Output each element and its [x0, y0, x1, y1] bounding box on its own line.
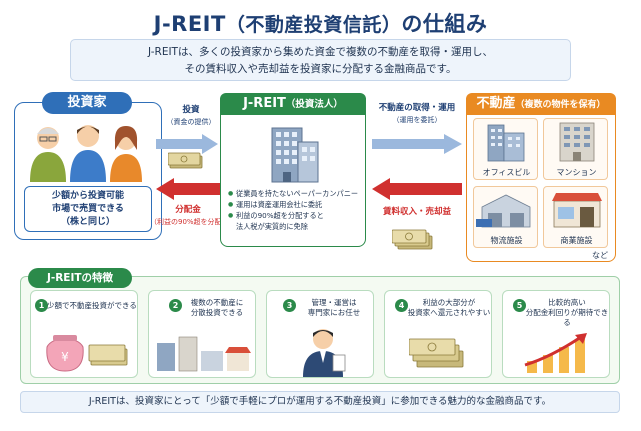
shop-icon — [552, 193, 602, 228]
feature-text: 管理・運営は 専門家にお任せ — [295, 298, 373, 318]
feature-text-line: 専門家にお任せ — [307, 308, 361, 317]
feature-text: 少額で不動産投資ができる — [47, 301, 137, 310]
invest-sub: （資金の提供） — [166, 118, 216, 126]
feature-card-2: 2 複数の不動産に 分散投資できる — [148, 290, 256, 378]
money-stack-icon — [409, 338, 464, 368]
office-building-icon — [487, 124, 525, 162]
feature-number: 2 — [169, 299, 182, 312]
property-logistics: 物流施設 — [473, 186, 538, 248]
money-icon-invest — [168, 152, 203, 169]
property-apartment: マンション — [543, 118, 608, 180]
feature-text-line: 投資家へ還元されやすい — [407, 308, 491, 317]
feature-text-line: 複数の不動産に — [190, 298, 244, 307]
feature-number: 5 — [513, 299, 526, 312]
jreit-heading-sub: （投資法人） — [285, 99, 343, 110]
real-estate-heading-sub: （複数の物件を保有） — [515, 100, 606, 110]
intro-line-1: J-REITは、多くの投資家から集めた資金で複数の不動産を取得・運用し、 — [148, 46, 493, 58]
feature-text-line: 分配金利回りが期待できる — [525, 308, 609, 327]
feature-card-5: 5 比較的高い 分配金利回りが期待できる — [502, 290, 610, 378]
investor-note: 少額から投資可能 市場で売買できる （株と同じ） — [24, 186, 152, 232]
money-icon-income — [392, 229, 433, 250]
investor-note-line-3: （株と同じ） — [60, 217, 115, 227]
page-title: J-REIT（不動産投資信託）の仕組み — [0, 8, 641, 38]
feature-card-4: 4 利益の大部分が 投資家へ還元されやすい — [384, 290, 492, 378]
jreit-point-cont: 法人税が実質的に免除 — [236, 222, 308, 231]
money-purse-icon: ¥ — [46, 335, 128, 372]
feature-card-3: 3 管理・運営は 専門家にお任せ — [266, 290, 374, 378]
distribution-label: 分配金 — [175, 205, 201, 215]
summary-box: J-REITは、投資家にとって「少額で手軽にプロが運用する不動産投資」に参加でき… — [20, 391, 620, 413]
apartment-icon — [559, 122, 595, 162]
property-commercial: 商業施設 — [543, 186, 608, 248]
distribution-sub: （利益の90%超を分配） — [150, 218, 229, 226]
investor-heading: 投資家 — [42, 92, 132, 114]
real-estate-etc: など — [592, 251, 608, 260]
jreit-point: 従業員を持たないペーパーカンパニー — [228, 188, 364, 199]
title-paren: （不動産投資信託） — [225, 14, 402, 36]
acquire-sub: （運用を委託） — [392, 116, 442, 124]
jreit-heading-main: J-REIT — [243, 96, 286, 111]
features-heading: J-REITの特徴 — [28, 268, 132, 288]
feature-number: 1 — [35, 299, 48, 312]
investor-note-line-1: 少額から投資可能 — [51, 191, 124, 201]
feature-text: 利益の大部分が 投資家へ還元されやすい — [405, 298, 493, 318]
feature-text: 複数の不動産に 分散投資できる — [179, 298, 255, 318]
property-label: マンション — [556, 168, 597, 177]
property-label: 物流施設 — [490, 236, 523, 245]
professional-person-icon — [303, 329, 346, 377]
warehouse-icon — [476, 194, 531, 228]
feature-text-line: 利益の大部分が — [422, 298, 476, 307]
feature-text-line: 分散投資できる — [190, 308, 244, 317]
acquire-arrow — [372, 134, 462, 154]
feature-text: 比較的高い 分配金利回りが期待できる — [523, 298, 611, 328]
invest-arrow — [156, 134, 218, 154]
intro-box: J-REITは、多くの投資家から集めた資金で複数の不動産を取得・運用し、 その賃… — [70, 39, 571, 81]
income-arrow-label: 賃料収入・売却益 — [382, 207, 451, 217]
invest-label: 投資 — [182, 105, 200, 115]
income-arrow — [372, 178, 462, 200]
title-suffix: の仕組み — [401, 12, 488, 36]
feature-card-1: 1 少額で不動産投資ができる ¥ — [30, 290, 138, 378]
office-building-icon — [271, 127, 319, 183]
investor-note-line-2: 市場で売買できる — [52, 204, 124, 214]
investor-people-icon — [30, 125, 142, 182]
real-estate-heading: 不動産（複数の物件を保有） — [466, 93, 616, 115]
intro-line-2: その賃料収入や売却益を投資家に分配する金融商品です。 — [184, 63, 457, 75]
feature-text-line: 管理・運営は — [311, 298, 357, 307]
rising-bar-chart-icon — [524, 333, 587, 373]
property-label: 商業施設 — [560, 236, 593, 245]
real-estate-heading-main: 不動産 — [476, 96, 516, 111]
jreit-points: 従業員を持たないペーパーカンパニー 運用は資産運用会社に委託 利益の90%超を分… — [228, 188, 364, 232]
acquire-arrow-label: 不動産の取得・運用 （運用を委託） — [370, 102, 464, 126]
distribution-arrow — [156, 178, 220, 200]
invest-arrow-label: 投資 （資金の提供） — [166, 104, 216, 128]
svg-text:¥: ¥ — [61, 350, 69, 364]
distribution-arrow-label: 分配金 （利益の90%超を分配） — [150, 204, 229, 228]
jreit-point: 運用は資産運用会社に委託 — [228, 199, 364, 210]
title-main: J-REIT — [153, 12, 226, 36]
feature-text-line: 比較的高い — [548, 298, 586, 307]
feature-number: 3 — [283, 299, 296, 312]
acquire-label: 不動産の取得・運用 — [378, 103, 456, 113]
jreit-point: 利益の90%超を分配すると — [228, 210, 364, 221]
multiple-buildings-icon — [157, 336, 251, 372]
jreit-heading: J-REIT（投資法人） — [220, 93, 366, 115]
property-office: オフィスビル — [473, 118, 538, 180]
property-label: オフィスビル — [482, 168, 531, 177]
feature-number: 4 — [395, 299, 408, 312]
